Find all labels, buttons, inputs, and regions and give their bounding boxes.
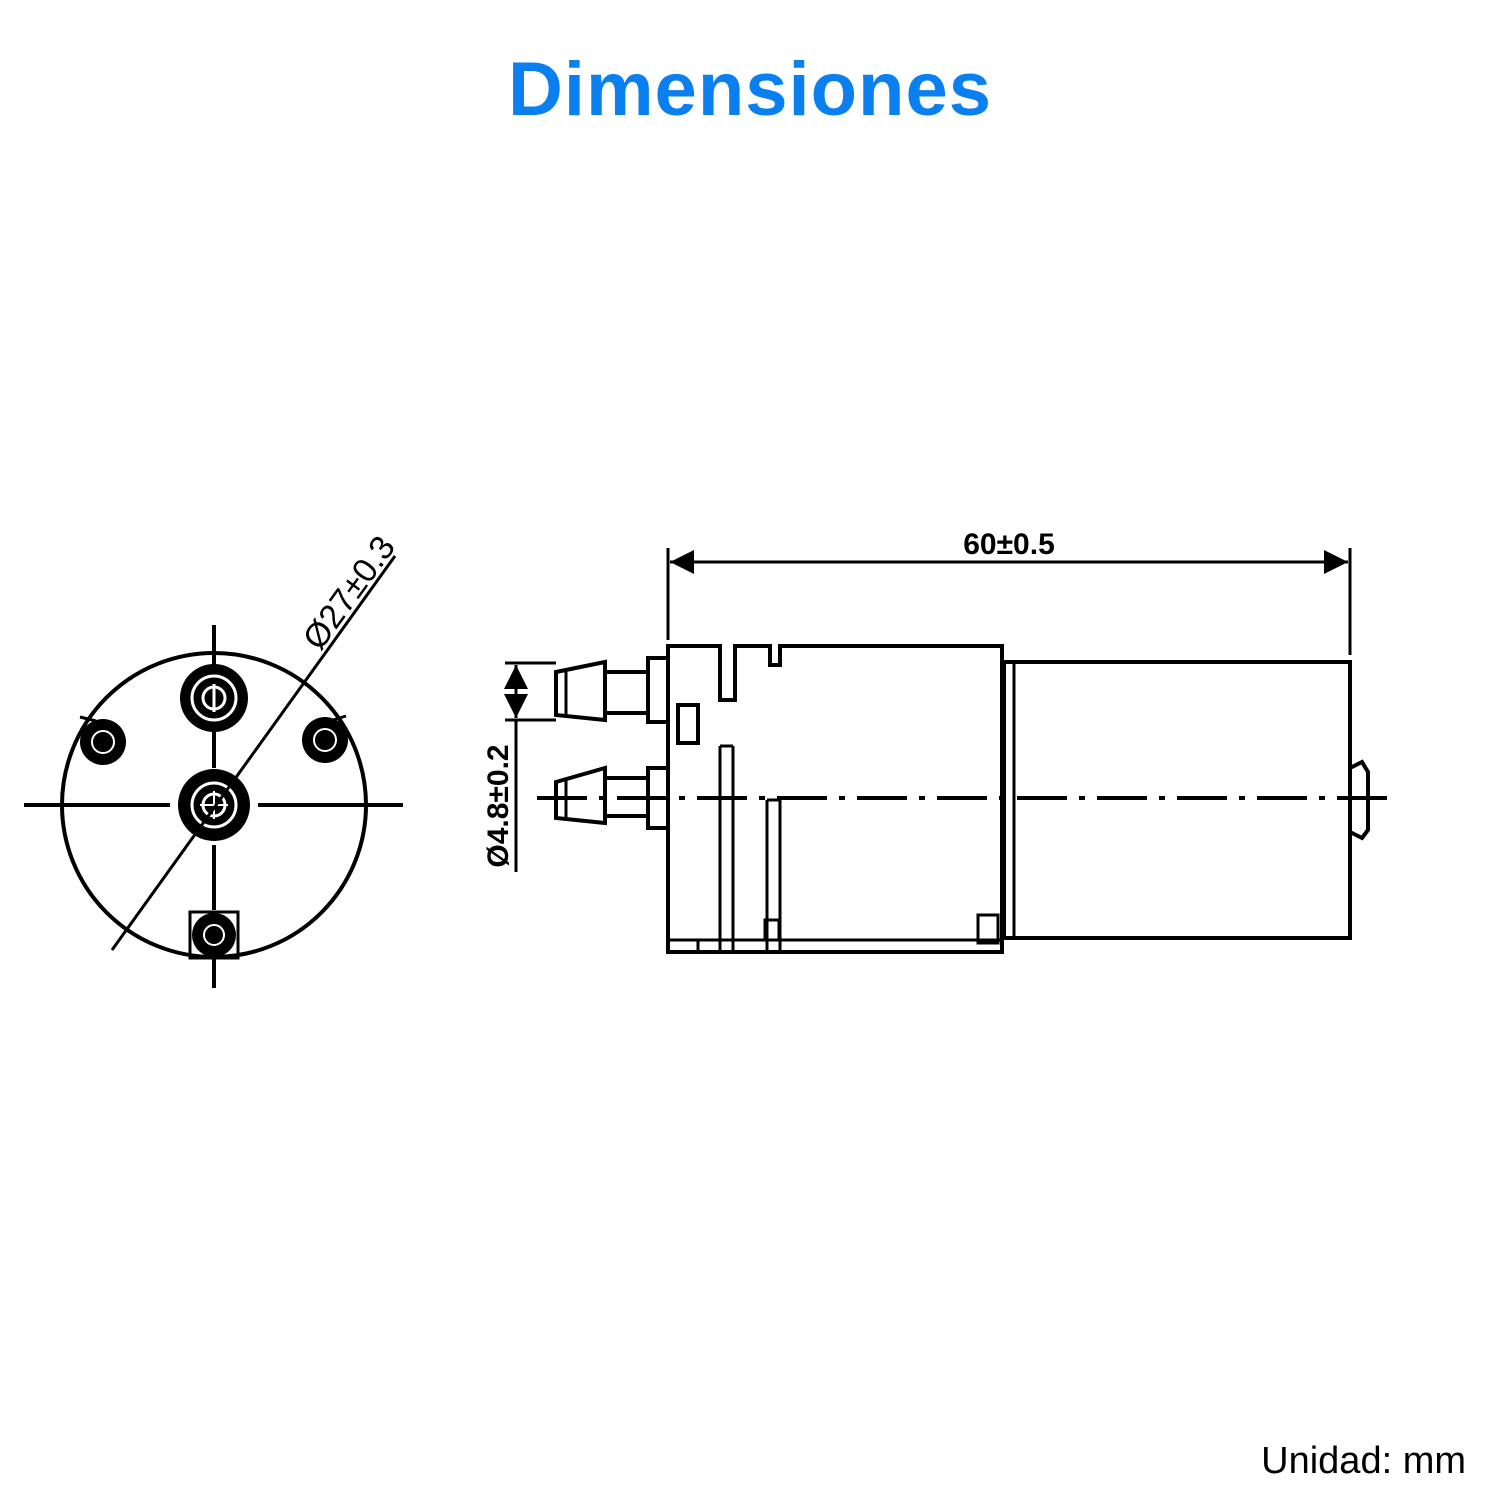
port-diameter-label: Ø4.8±0.2 <box>482 744 515 867</box>
outer-diameter-label: Ø27±0.3 <box>296 529 403 657</box>
front-view: Ø27±0.3 <box>24 529 403 988</box>
length-label: 60±0.5 <box>963 528 1055 561</box>
pump-head-tab-right <box>976 913 1000 945</box>
pump-head-tab-lower <box>763 918 781 942</box>
side-view: 60±0.5 Ø4.8±0.2 <box>482 528 1398 954</box>
center-port <box>178 769 250 841</box>
diameter-leader-line <box>110 555 397 951</box>
pump-head-body <box>666 644 1004 954</box>
lower-port-neck <box>605 776 648 818</box>
unit-note: Unidad: mm <box>1261 1440 1466 1482</box>
right-screw <box>302 714 348 763</box>
pump-head-clip <box>676 703 700 745</box>
motor-end-nub <box>1349 759 1370 841</box>
bottom-screw <box>188 910 240 960</box>
upper-port-collar <box>646 656 670 724</box>
upper-port-neck <box>605 670 648 715</box>
page-title: Dimensiones <box>507 47 993 132</box>
left-screw <box>79 715 126 765</box>
top-port <box>180 664 248 732</box>
upper-barb-fitting <box>554 659 607 723</box>
lower-barb-fitting <box>554 765 607 826</box>
